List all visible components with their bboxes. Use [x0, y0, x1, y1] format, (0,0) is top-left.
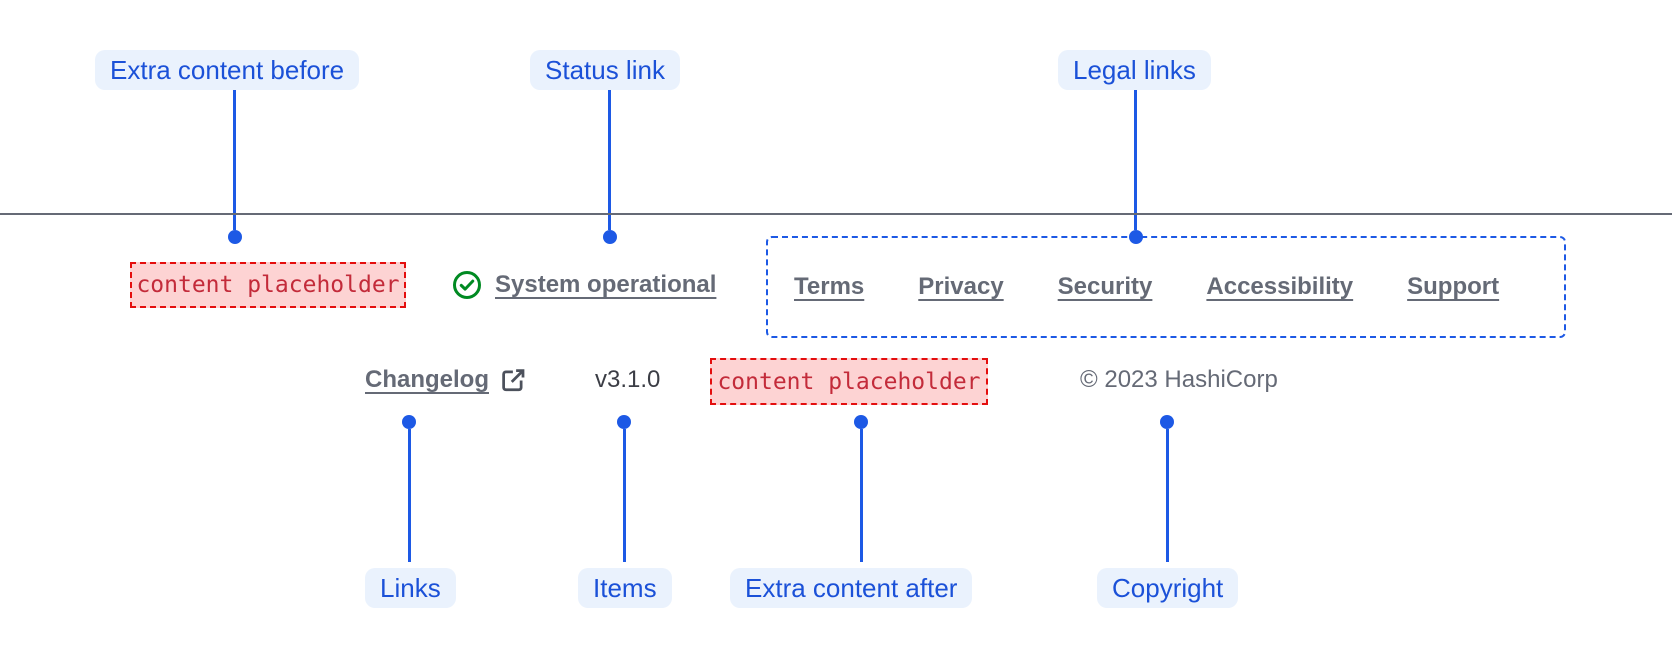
- version-label: v3.1.0: [595, 366, 661, 393]
- check-circle-icon: [452, 270, 482, 300]
- legal-link-support[interactable]: Support: [1407, 273, 1500, 300]
- callout-line: [408, 429, 411, 562]
- status-link-label: System operational: [495, 271, 717, 298]
- callout-label-links: Links: [365, 568, 456, 608]
- changelog-link[interactable]: Changelog: [365, 357, 528, 403]
- legal-links-group: Terms Privacy Security Accessibility Sup…: [766, 236, 1566, 338]
- external-link-icon: [498, 365, 528, 395]
- version-item: v3.1.0: [595, 357, 660, 403]
- callout-line: [608, 90, 611, 230]
- callout-dot: [1160, 415, 1174, 429]
- callout-label-copyright: Copyright: [1097, 568, 1239, 608]
- callout-line: [233, 90, 236, 230]
- callout-dot: [228, 230, 242, 244]
- legal-link-accessibility[interactable]: Accessibility: [1206, 273, 1354, 300]
- callout-label-legal-links: Legal links: [1058, 50, 1211, 90]
- copyright-text-wrap: © 2023 HashiCorp: [1080, 357, 1278, 403]
- extra-content-after-placeholder: content placeholder: [710, 358, 988, 405]
- copyright-text: © 2023 HashiCorp: [1080, 366, 1278, 393]
- legal-link-terms[interactable]: Terms: [794, 273, 865, 300]
- callout-label-items: Items: [578, 568, 672, 608]
- status-link[interactable]: System operational: [452, 262, 716, 308]
- callout-label-status-link: Status link: [530, 50, 680, 90]
- callout-line: [860, 429, 863, 562]
- legal-link-security[interactable]: Security: [1057, 273, 1153, 300]
- callout-line: [1134, 90, 1137, 230]
- changelog-link-label: Changelog: [365, 366, 489, 393]
- callout-line: [623, 429, 626, 562]
- callout-label-extra-content-before: Extra content before: [95, 50, 360, 90]
- footer-top-divider: [0, 213, 1672, 215]
- callout-dot: [402, 415, 416, 429]
- callout-dot: [854, 415, 868, 429]
- extra-content-before-placeholder: content placeholder: [130, 262, 406, 308]
- callout-dot: [603, 230, 617, 244]
- callout-label-extra-content-after: Extra content after: [730, 568, 973, 608]
- callout-dot: [617, 415, 631, 429]
- legal-link-privacy[interactable]: Privacy: [918, 273, 1004, 300]
- callout-line: [1166, 429, 1169, 562]
